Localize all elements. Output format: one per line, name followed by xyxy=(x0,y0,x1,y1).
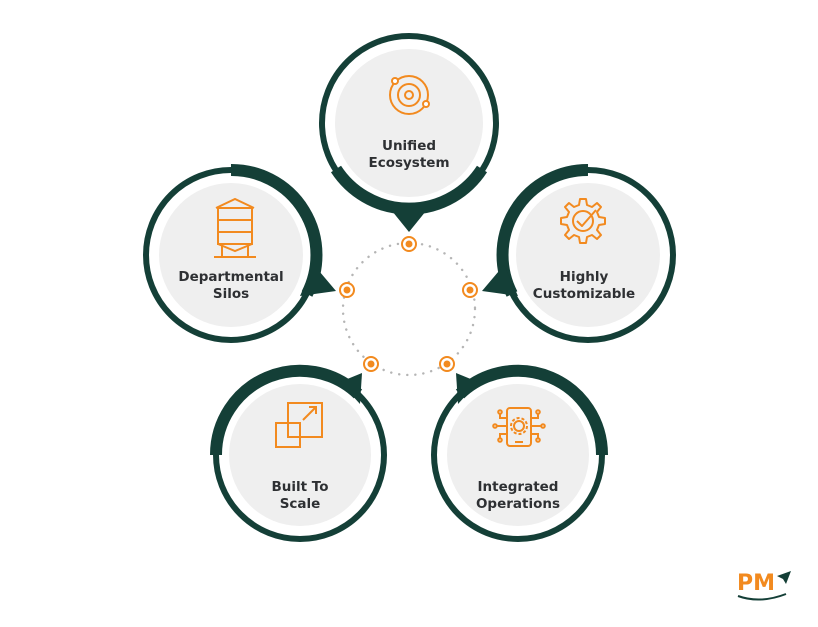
scale-up-squares-icon xyxy=(275,402,323,448)
node-label: Operations xyxy=(476,496,560,512)
node-label: Ecosystem xyxy=(368,155,449,171)
connector-dot xyxy=(339,282,355,298)
node-thick-arc xyxy=(455,364,609,456)
connector-dot xyxy=(439,356,455,372)
node-integrated-operations: Integrated Operations xyxy=(431,364,609,542)
logo-text: PM xyxy=(737,571,775,596)
gear-check-icon xyxy=(560,198,606,244)
node-disk xyxy=(159,183,303,327)
pm-logo: PM xyxy=(737,571,791,601)
node-built-to-scale: Built To Scale xyxy=(209,364,387,542)
node-departmental-silos: Departmental Silos xyxy=(143,163,336,343)
center-dotted-ring xyxy=(341,241,477,377)
node-disk xyxy=(229,384,371,526)
node-label: Silos xyxy=(213,286,249,302)
node-label: Scale xyxy=(280,496,321,512)
node-label: Integrated xyxy=(478,479,559,495)
node-label: Highly xyxy=(560,269,609,285)
ecosystem-orbit-icon xyxy=(389,75,430,115)
node-label: Unified xyxy=(382,138,436,154)
node-label: Customizable xyxy=(533,286,635,302)
node-highly-customizable: Highly Customizable xyxy=(482,163,676,343)
connector-dot xyxy=(462,282,478,298)
connector-dot xyxy=(401,236,417,252)
node-pointer xyxy=(482,265,518,296)
connector-dot xyxy=(363,356,379,372)
node-disk xyxy=(447,384,589,526)
silo-tower-icon xyxy=(214,197,256,258)
node-pointer xyxy=(456,373,478,404)
node-pointer xyxy=(388,206,430,232)
node-thick-arc xyxy=(209,364,363,456)
node-label: Departmental xyxy=(178,269,283,285)
node-unified-ecosystem: Unified Ecosystem xyxy=(319,33,499,232)
node-label: Built To xyxy=(272,479,329,495)
node-disk xyxy=(516,183,660,327)
node-disk xyxy=(335,49,483,197)
node-pointer xyxy=(300,265,336,296)
node-pointer xyxy=(340,373,362,404)
arrow-swoosh-icon xyxy=(777,571,791,584)
logo-swoosh-underline xyxy=(737,593,787,601)
phone-gear-network-icon xyxy=(492,407,546,447)
